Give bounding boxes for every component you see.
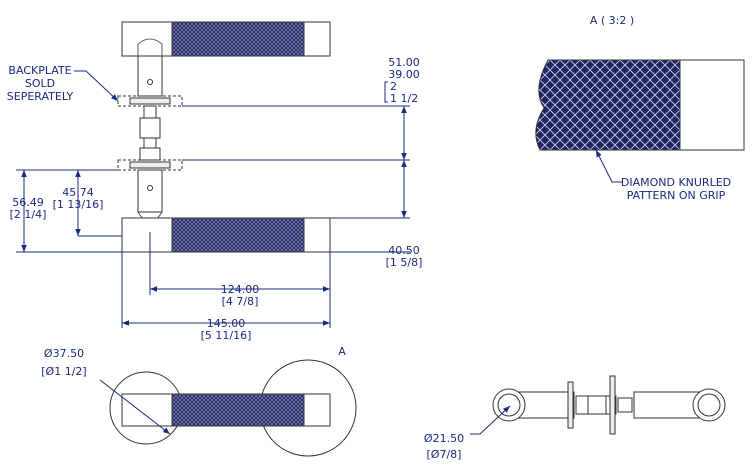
gap-in2-label: 1 1/2 <box>390 92 418 105</box>
rose-diameter-leader <box>99 379 171 435</box>
lower-lever-collar <box>121 217 173 253</box>
backplate-leader <box>74 70 119 102</box>
end-view: Ø21.50 [Ø7/8] <box>424 375 726 461</box>
gap-mm2-label: 39.00 <box>388 68 420 81</box>
height-mm-label: 56.49 <box>12 196 44 209</box>
lever-diameter-leader <box>470 405 511 435</box>
lever-dia-in-label: [Ø7/8] <box>427 448 462 461</box>
knurl-label-line1: DIAMOND KNURLED <box>621 176 731 189</box>
end-right-lever-inner <box>697 393 721 417</box>
gap-bracket <box>384 81 388 103</box>
spindle <box>139 105 161 161</box>
spindle-top-nut <box>143 105 157 119</box>
end-right-collar <box>617 397 633 413</box>
lower-backplate-disc <box>129 161 171 169</box>
offset-in-label: [1 13/16] <box>53 198 104 211</box>
end-spindle <box>587 395 607 415</box>
upper-lever-end <box>303 21 331 57</box>
top-view: Ø37.50 [Ø1 1/2] A <box>41 345 357 457</box>
top-lever-end <box>303 393 331 427</box>
overall-mm-label: 145.00 <box>207 317 246 330</box>
front-dimensions: 51.00 39.00 2 1 1/2 40.50 [1 5/8] 56.49 … <box>7 56 423 342</box>
knurl-label-line2: PATTERN ON GRIP <box>627 189 726 202</box>
spindle-body <box>139 117 161 139</box>
section-marker-a: A <box>338 345 346 358</box>
lower-lever-end <box>303 217 331 253</box>
upper-spindle-housing <box>137 55 163 97</box>
lower-set-screw-icon <box>147 185 153 191</box>
spindle-mid-nut <box>143 137 157 149</box>
top-lever-knurled-grip <box>171 393 305 427</box>
rose-in-label: [1 5/8] <box>386 256 423 269</box>
rose-dia-in-label: [Ø1 1/2] <box>41 365 86 378</box>
detail-knurled-surface <box>535 59 681 151</box>
detail-a: A ( 3:2 ) DIAMOND KNURLED PATTERN ON GRI… <box>535 14 745 202</box>
gap-in-label: 2 <box>390 80 397 93</box>
end-left-lever-inner <box>497 393 521 417</box>
lower-backplate <box>117 159 183 171</box>
upper-lever-knurled-grip <box>171 21 305 57</box>
height-in-label: [2 1/4] <box>10 208 47 221</box>
gap-mm-label: 51.00 <box>388 56 420 69</box>
backplate-label-line2: SOLD <box>25 77 55 90</box>
rose-mm-label: 40.50 <box>388 244 420 257</box>
backplate-label-line3: SEPERATELY <box>7 90 74 103</box>
detail-a-title: A ( 3:2 ) <box>590 14 634 27</box>
upper-lever <box>121 21 331 97</box>
overall-in-label: [5 11/16] <box>201 329 252 342</box>
lower-lever-knurled-grip <box>171 217 305 253</box>
rose-dia-mm-label: Ø37.50 <box>44 347 84 360</box>
grip-in-label: [4 7/8] <box>222 295 259 308</box>
upper-lever-neck <box>137 38 163 56</box>
upper-backplate-disc <box>129 97 171 105</box>
upper-set-screw-icon <box>147 79 153 85</box>
end-left-backplate <box>567 381 574 429</box>
upper-backplate <box>117 95 183 107</box>
lower-lever <box>121 169 331 253</box>
grip-mm-label: 124.00 <box>221 283 260 296</box>
knurl-leader <box>595 149 622 183</box>
spindle-lower-body <box>139 147 161 161</box>
detail-plain-end <box>679 59 745 151</box>
end-right-backplate <box>609 375 616 435</box>
end-left-nut <box>575 395 589 415</box>
top-lever-collar <box>121 393 173 427</box>
offset-mm-label: 45.74 <box>62 186 94 199</box>
lever-dia-mm-label: Ø21.50 <box>424 432 464 445</box>
backplate-label-line1: BACKPLATE <box>8 64 71 77</box>
